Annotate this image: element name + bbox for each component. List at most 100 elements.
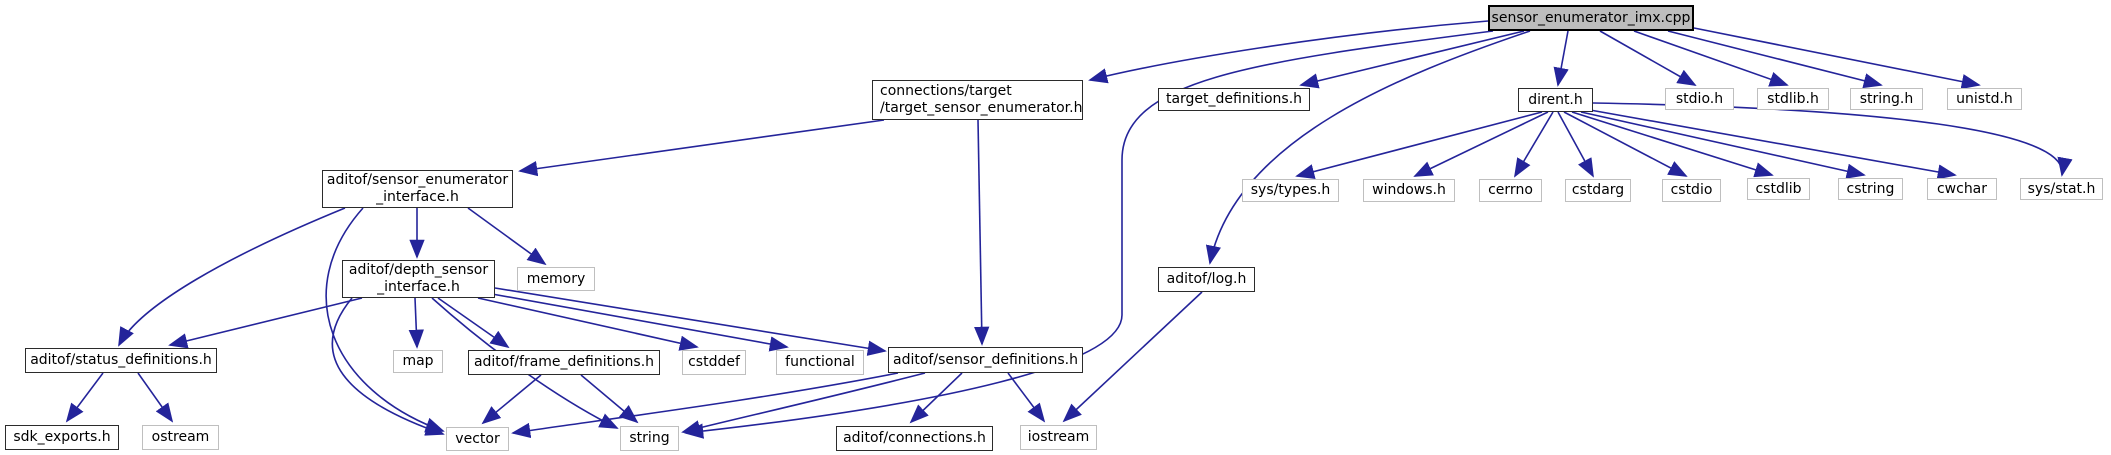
node-label: cstddef bbox=[688, 354, 740, 370]
node-label: sys/types.h bbox=[1250, 182, 1331, 198]
node-label: cstdarg bbox=[1571, 182, 1625, 198]
node-label: memory bbox=[526, 270, 586, 287]
node-cstring: cstring bbox=[1838, 178, 1903, 200]
node-memory: memory bbox=[517, 267, 595, 291]
node-label: aditof/frame_definitions.h bbox=[473, 354, 655, 370]
node-label: cstring bbox=[1846, 180, 1895, 197]
node-label: aditof/log.h bbox=[1166, 271, 1247, 287]
node-label: stdio.h bbox=[1675, 90, 1724, 107]
edge-main-dirent bbox=[1553, 30, 1569, 87]
node-label: sys/stat.h bbox=[2027, 180, 2096, 197]
edge-dsi-map bbox=[408, 297, 424, 349]
edge-dsi-cstddef bbox=[477, 297, 699, 351]
edge-sei-status bbox=[118, 207, 346, 347]
node-sei[interactable]: aditof/sensor_enumerator_interface.h bbox=[322, 170, 513, 208]
node-types: sys/types.h bbox=[1242, 179, 1339, 202]
node-label: cwchar bbox=[1936, 180, 1988, 197]
edge-frame-string bbox=[580, 374, 639, 424]
node-label: cerrno bbox=[1488, 182, 1533, 198]
node-label: windows.h bbox=[1372, 182, 1446, 198]
edge-dirent-cstdarg bbox=[1557, 111, 1594, 178]
node-label: target_definitions.h bbox=[1165, 91, 1303, 107]
node-frame[interactable]: aditof/frame_definitions.h bbox=[468, 350, 660, 375]
edge-dirent-windows bbox=[1413, 111, 1549, 177]
edge-main-tdef bbox=[1299, 30, 1525, 89]
node-label: string.h bbox=[1859, 90, 1914, 107]
node-dsi[interactable]: aditof/depth_sensor_interface.h bbox=[342, 260, 495, 298]
edge-status-ostream bbox=[137, 372, 174, 423]
node-unistd: unistd.h bbox=[1947, 88, 2022, 110]
node-label: stdlib.h bbox=[1767, 90, 1819, 107]
edge-dsi-sdef bbox=[494, 287, 887, 356]
edge-sdef-vector bbox=[511, 372, 899, 439]
node-log[interactable]: aditof/log.h bbox=[1158, 267, 1255, 292]
node-label: cstdio bbox=[1670, 182, 1713, 198]
edge-main-tse bbox=[1088, 20, 1489, 84]
edge-dsi-functional bbox=[491, 293, 789, 352]
edge-main-stdlib bbox=[1633, 30, 1789, 87]
edge-dirent-cerrno bbox=[1514, 111, 1554, 178]
edge-dsi-vector bbox=[331, 297, 445, 436]
node-label: /target_sensor_enumerator.h bbox=[880, 100, 1083, 116]
node-cstdarg: cstdarg bbox=[1565, 179, 1631, 202]
node-label: sdk_exports.h bbox=[13, 429, 111, 445]
edge-main-string bbox=[684, 30, 1494, 439]
node-label: sensor_enumerator_imx.cpp bbox=[1491, 9, 1691, 26]
node-label: _interface.h bbox=[377, 279, 460, 295]
edge-dsi-status bbox=[168, 297, 363, 349]
node-label: aditof/sensor_definitions.h bbox=[893, 351, 1078, 368]
node-label: ostream bbox=[151, 429, 210, 445]
edge-main-stdio bbox=[1599, 30, 1697, 86]
edge-dirent-cwchar bbox=[1589, 109, 1957, 180]
edge-sei-vector bbox=[325, 207, 445, 433]
edge-dirent-cstdio bbox=[1563, 111, 1688, 177]
node-label: dirent.h bbox=[1528, 91, 1583, 108]
node-windows: windows.h bbox=[1363, 179, 1455, 202]
node-ostream: ostream bbox=[142, 425, 219, 450]
node-stdlib: stdlib.h bbox=[1757, 88, 1829, 110]
node-string: string bbox=[620, 426, 679, 451]
node-main: sensor_enumerator_imx.cpp bbox=[1488, 5, 1694, 31]
node-label: map bbox=[402, 353, 434, 369]
node-cstddef: cstddef bbox=[682, 350, 746, 375]
edge-dirent-types bbox=[1295, 111, 1543, 180]
edge-status-sdk bbox=[65, 372, 104, 423]
node-tdef[interactable]: target_definitions.h bbox=[1158, 88, 1310, 111]
node-cerrno: cerrno bbox=[1479, 179, 1542, 202]
node-functional: functional bbox=[776, 350, 864, 375]
node-label: vector bbox=[455, 430, 500, 447]
node-map: map bbox=[393, 350, 443, 373]
node-label: cstdlib bbox=[1755, 180, 1802, 197]
node-sysstat: sys/stat.h bbox=[2020, 178, 2103, 200]
node-sdk[interactable]: sdk_exports.h bbox=[5, 425, 119, 450]
node-stdio: stdio.h bbox=[1665, 88, 1734, 110]
node-tse[interactable]: connections/target/target_sensor_enumera… bbox=[872, 80, 1083, 120]
edge-dsi-frame bbox=[437, 297, 510, 349]
edge-frame-vector bbox=[481, 374, 542, 425]
edge-tse-sei bbox=[518, 119, 885, 177]
edge-main-log bbox=[1205, 30, 1531, 265]
edge-main-stringh bbox=[1667, 30, 1883, 89]
edge-sei-memory bbox=[467, 207, 547, 266]
node-cstdlib: cstdlib bbox=[1747, 178, 1810, 200]
edge-tse-sdef bbox=[974, 119, 990, 346]
node-label: aditof/connections.h bbox=[843, 430, 986, 446]
node-label: aditof/status_definitions.h bbox=[30, 352, 212, 368]
edge-sdef-string bbox=[681, 372, 926, 436]
node-cwchar: cwchar bbox=[1927, 178, 1997, 200]
edge-sdef-iostream bbox=[1007, 372, 1046, 423]
edge-sdef-conn bbox=[909, 372, 963, 424]
node-status[interactable]: aditof/status_definitions.h bbox=[25, 348, 217, 373]
node-label: aditof/sensor_enumerator bbox=[326, 172, 509, 188]
node-stringh: string.h bbox=[1850, 88, 1923, 110]
node-label: functional bbox=[785, 354, 855, 370]
node-conn[interactable]: aditof/connections.h bbox=[836, 426, 993, 451]
node-label: aditof/depth_sensor bbox=[348, 262, 489, 278]
node-vector: vector bbox=[446, 427, 509, 451]
node-sdef[interactable]: aditof/sensor_definitions.h bbox=[888, 347, 1083, 373]
node-dirent[interactable]: dirent.h bbox=[1518, 88, 1593, 112]
node-label: _interface.h bbox=[376, 189, 459, 205]
edge-dirent-cstring bbox=[1580, 111, 1866, 179]
